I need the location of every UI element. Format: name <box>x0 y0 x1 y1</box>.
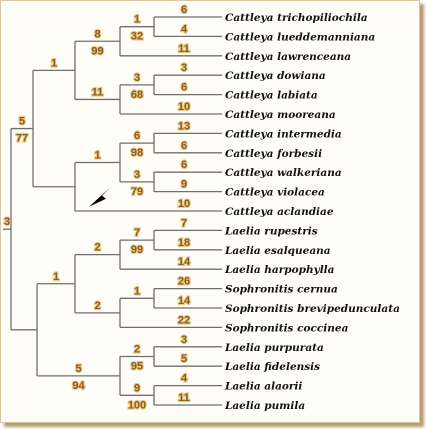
tip-branch-length: 13 <box>178 120 190 132</box>
branch-length-label: 7 <box>134 227 140 239</box>
tip-branch-length: 5 <box>181 353 187 365</box>
branch-length-label: 3 <box>4 216 10 228</box>
taxon-label: Cattleya trichopiliochila <box>225 12 368 24</box>
taxon-label: Sophronitis brevipedunculata <box>225 303 400 315</box>
taxon-label: Cattleya forbesii <box>225 148 322 160</box>
tip-branch-length: 6 <box>181 4 187 16</box>
tip-branch-length: 9 <box>181 179 187 191</box>
taxon-label: Laelia harpophylla <box>224 264 335 276</box>
tip-branch-length: 4 <box>181 23 188 35</box>
branch-length-label: 3 <box>134 169 140 181</box>
taxon-label: Sophronitis coccinea <box>225 322 349 334</box>
tip-branch-length: 6 <box>181 140 187 152</box>
bootstrap-support-label: 32 <box>131 31 143 43</box>
taxon-label: Cattleya dowiana <box>225 70 326 82</box>
branch-length-label: 8 <box>94 28 100 40</box>
taxon-label: Cattleya walkeriana <box>225 167 342 179</box>
branch-length-label: 1 <box>134 285 140 297</box>
branch-length-label: 2 <box>94 242 100 254</box>
taxon-label: Cattleya violacea <box>225 187 325 199</box>
tip-branch-length: 14 <box>178 256 191 268</box>
taxon-label: Laelia esalqueana <box>224 245 331 257</box>
tip-branch-length: 6 <box>181 82 187 94</box>
bootstrap-support-label: 100 <box>128 399 146 411</box>
tip-branch-length: 3 <box>181 62 187 74</box>
branch-length-label: 2 <box>134 344 140 356</box>
taxon-label: Laelia alaorii <box>224 381 302 393</box>
branch-length-label: 6 <box>134 130 140 142</box>
bootstrap-support-label: 95 <box>131 361 143 373</box>
tip-branch-length: 10 <box>178 198 190 210</box>
taxon-label: Laelia pumila <box>224 400 305 412</box>
branch-length-label: 9 <box>134 382 140 394</box>
taxon-label: Cattleya mooreana <box>225 109 336 121</box>
taxon-label: Cattleya labiata <box>225 90 318 102</box>
tip-branch-length: 14 <box>178 295 191 307</box>
branch-length-label: 2 <box>94 300 100 312</box>
branch-length-label: 3 <box>134 72 140 84</box>
branch-length-label: 1 <box>53 271 59 283</box>
bootstrap-support-label: 99 <box>91 45 103 57</box>
bootstrap-support-label: 77 <box>16 133 28 145</box>
tip-branch-length: 4 <box>181 373 188 385</box>
branch-length-label: 11 <box>92 86 104 98</box>
branch-length-label: 5 <box>75 363 81 375</box>
bootstrap-support-label: 98 <box>131 147 143 159</box>
taxon-label: Cattleya aclandiae <box>225 206 334 218</box>
taxon-label: Laelia purpurata <box>224 342 324 354</box>
tip-branch-length: 18 <box>178 237 190 249</box>
taxon-label: Laelia rupestris <box>224 225 318 237</box>
branch-length-label: 1 <box>94 150 100 162</box>
branch-length-label: 1 <box>51 57 57 69</box>
tip-branch-length: 6 <box>181 159 187 171</box>
taxon-label: Laelia fidelensis <box>224 361 320 373</box>
taxon-label: Cattleya lawrenceana <box>225 51 351 63</box>
tip-branch-length: 11 <box>178 43 190 55</box>
branch-length-label: 1 <box>134 14 140 26</box>
bootstrap-support-label: 68 <box>131 89 143 101</box>
bootstrap-support-label: 79 <box>131 186 143 198</box>
tip-branch-length: 3 <box>181 334 187 346</box>
tip-branch-length: 10 <box>178 101 190 113</box>
bootstrap-support-label: 99 <box>131 244 143 256</box>
bootstrap-support-label: 94 <box>72 380 85 392</box>
arrowhead-icon <box>89 186 111 207</box>
branch-length-label: 5 <box>19 116 25 128</box>
tip-branch-length: 26 <box>178 276 190 288</box>
taxon-label: Cattleya intermedia <box>225 128 342 140</box>
taxon-label: Cattleya lueddemanniana <box>225 31 375 43</box>
tip-branch-length: 7 <box>181 217 187 229</box>
tip-branch-length: 11 <box>178 392 190 404</box>
tip-branch-length: 22 <box>178 314 190 326</box>
taxon-label: Sophronitis cernua <box>225 284 338 296</box>
